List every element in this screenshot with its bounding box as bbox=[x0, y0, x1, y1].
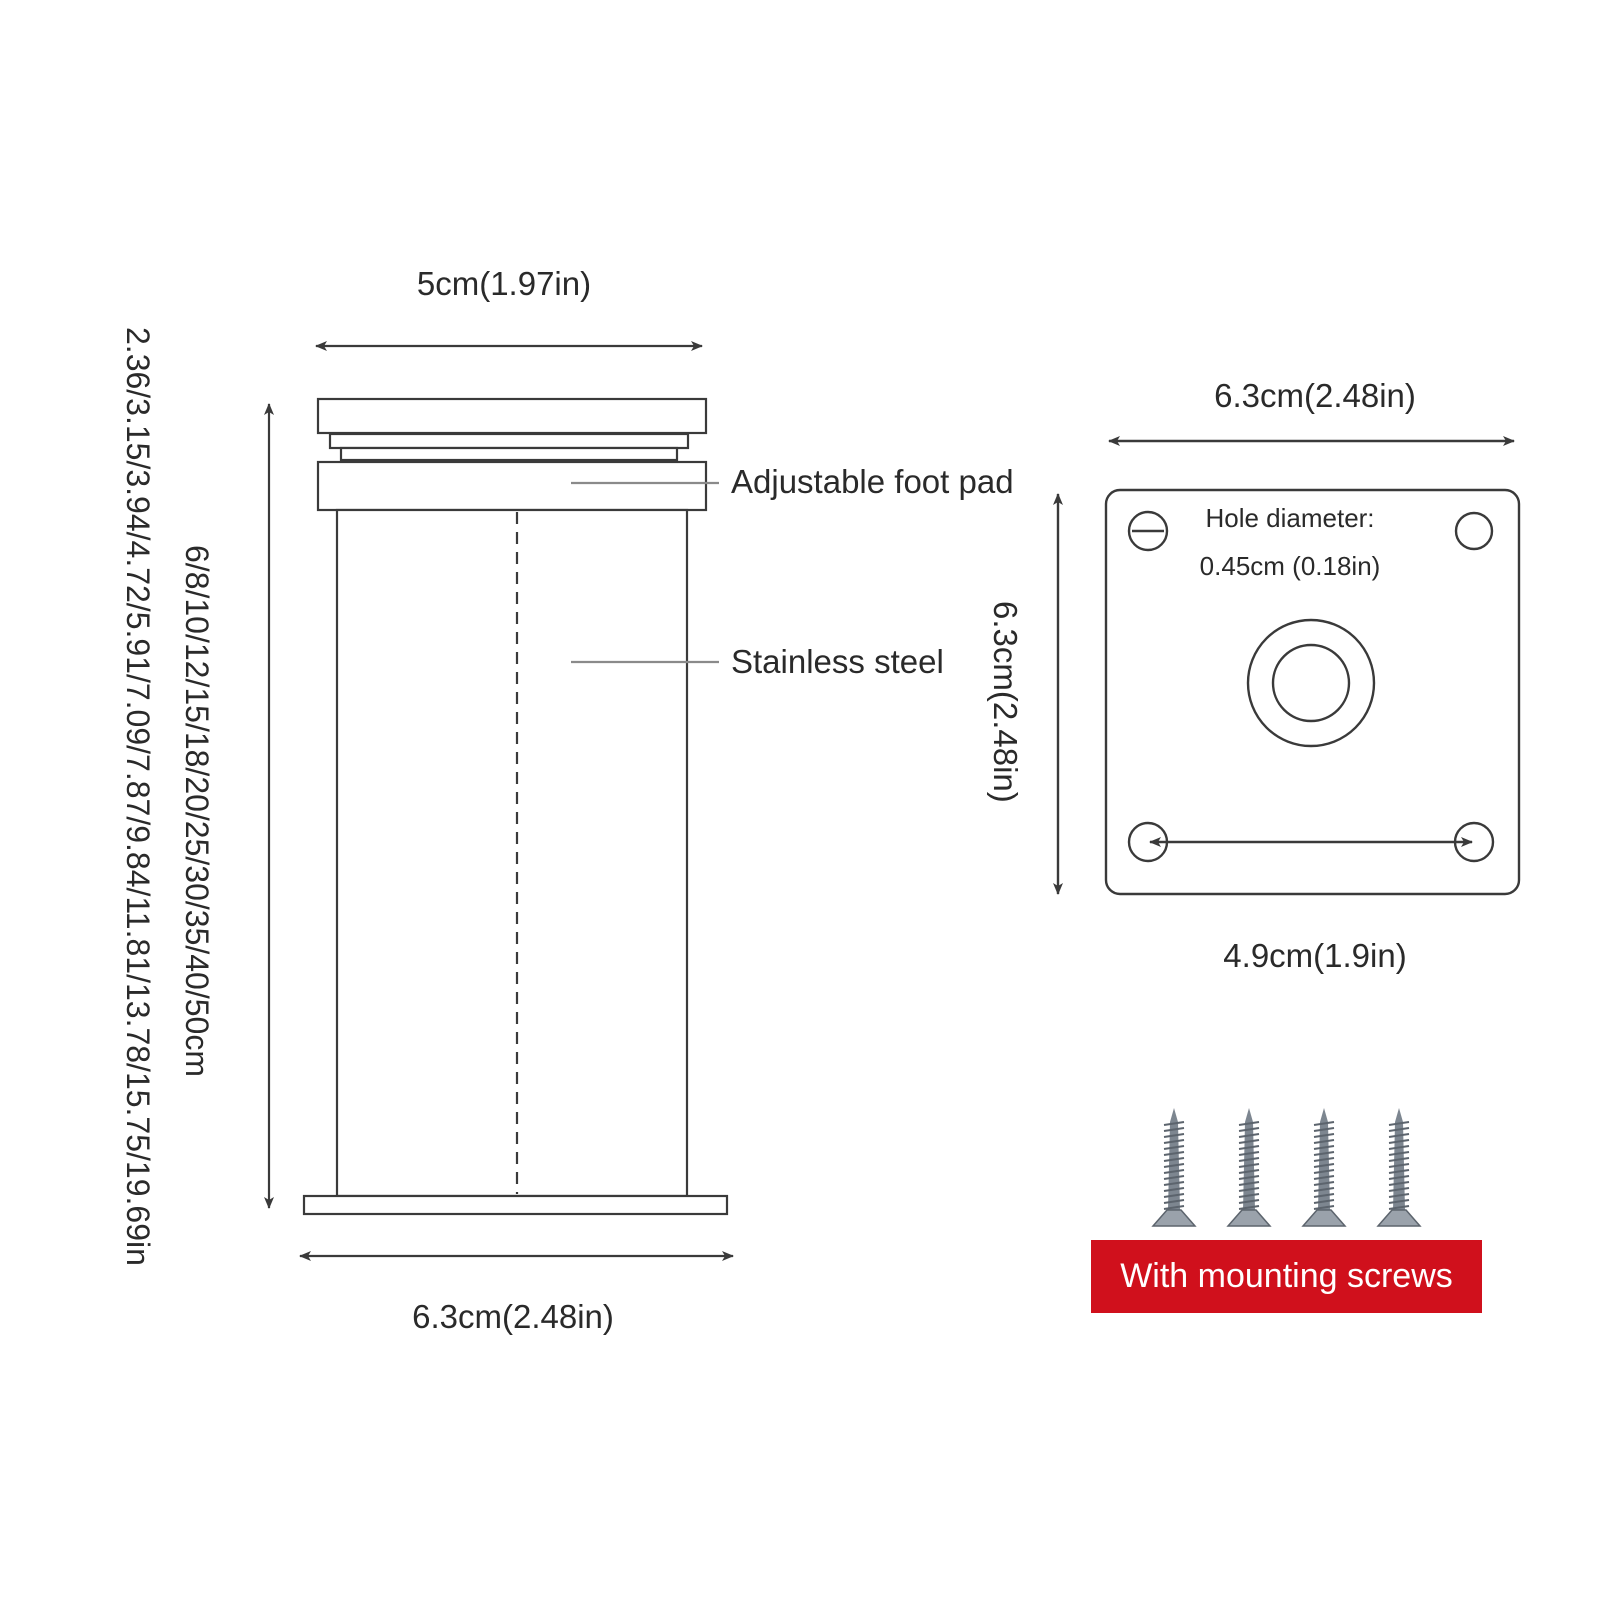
mounting-screws-badge: With mounting screws bbox=[1091, 1240, 1482, 1313]
steel-tube bbox=[335, 508, 689, 1198]
foot-pad-ring bbox=[339, 446, 679, 462]
screw-icon bbox=[1301, 1108, 1347, 1227]
screw-icon bbox=[1226, 1108, 1272, 1227]
height-in-label: 2.36/3.15/3.94/4.72/5.91/7.09/7.87/9.84/… bbox=[120, 327, 156, 1266]
furniture-leg bbox=[264, 341, 734, 1261]
plate-height-label: 6.3cm(2.48in) bbox=[987, 601, 1024, 803]
top-width-label: 5cm(1.97in) bbox=[417, 265, 591, 302]
hole-spacing-label: 4.9cm(1.9in) bbox=[1223, 937, 1406, 974]
hole-diameter-value: 0.45cm (0.18in) bbox=[1200, 551, 1381, 581]
foot-pad-washer bbox=[328, 432, 690, 450]
bottom-width-label: 6.3cm(2.48in) bbox=[412, 1298, 614, 1335]
foot-pad-top bbox=[316, 397, 708, 435]
hole-top-left bbox=[1127, 510, 1169, 552]
screw-icon bbox=[1376, 1108, 1422, 1227]
leg-base-plate bbox=[302, 1194, 729, 1216]
foot-pad-base bbox=[316, 460, 708, 512]
center-ring-outer bbox=[1246, 618, 1376, 748]
mounting-plate bbox=[1053, 436, 1521, 896]
screw-set bbox=[1151, 1108, 1422, 1227]
hole-top-right bbox=[1454, 511, 1494, 551]
material-label: Stainless steel bbox=[731, 643, 944, 680]
plate-outline bbox=[1104, 488, 1521, 896]
screw-icon bbox=[1151, 1108, 1197, 1227]
foot-pad-label: Adjustable foot pad bbox=[731, 463, 1014, 500]
hole-diameter-label: Hole diameter: bbox=[1205, 503, 1374, 533]
height-cm-label: 6/8/10/12/15/18/20/25/30/35/40/50cm bbox=[179, 545, 215, 1077]
center-ring-inner bbox=[1271, 643, 1351, 723]
plate-width-label: 6.3cm(2.48in) bbox=[1214, 377, 1416, 414]
